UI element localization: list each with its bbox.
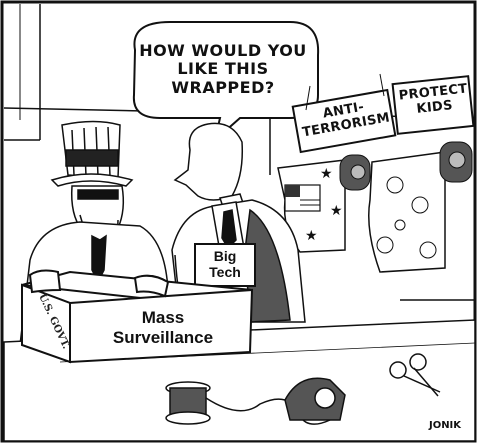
scissors-icon	[389, 353, 441, 397]
big-tech-name-tag	[194, 243, 256, 287]
svg-text:★: ★	[330, 202, 343, 218]
speech-bubble	[132, 21, 320, 143]
big-tech-name-tag-text: Big Tech	[209, 248, 241, 281]
svg-text:★: ★	[320, 165, 333, 181]
svg-text:★: ★	[305, 227, 318, 243]
speech-bubble-text: HOW WOULD YOU LIKE THIS WRAPPED?	[139, 41, 307, 97]
protect-kids-sign	[391, 75, 475, 135]
mass-surveillance-box	[21, 269, 254, 364]
flag-wrapping-paper-roll: ★ ★ ★	[277, 154, 371, 253]
kids-wrapping-paper-roll	[368, 141, 473, 273]
tape-dispenser	[284, 377, 346, 421]
mass-surveillance-label: Mass Surveillance	[112, 308, 214, 347]
anti-terrorism-sign	[291, 73, 397, 154]
artist-signature: JONIK	[428, 420, 462, 431]
